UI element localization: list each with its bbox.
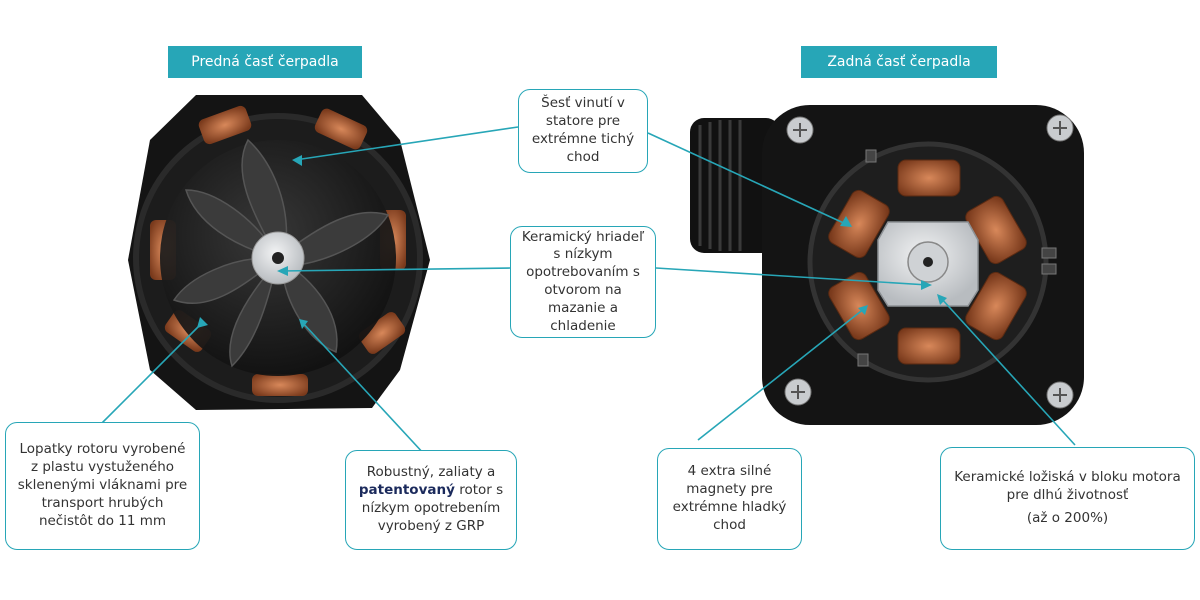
outlet-pipe — [690, 118, 780, 253]
leader-shaft-front — [279, 267, 511, 272]
rear-shaft-hole — [923, 257, 933, 267]
rear-section-label: Zadná časť čerpadla — [801, 46, 997, 78]
rear-windings — [828, 159, 1027, 365]
leader-windings-rear — [647, 132, 849, 226]
callout-ceramic-bearings-line1: Keramické ložiská v bloku motora pre dlh… — [954, 468, 1181, 503]
callout-ceramic-bearings-line2: (až o 200%) — [1026, 510, 1109, 527]
leader-magnets — [697, 307, 866, 441]
leader-windings-front — [294, 126, 519, 161]
rotor-text-bold: patentovaný — [358, 482, 455, 499]
leader-bearings — [939, 296, 1076, 446]
callout-ceramic-shaft: Keramický hriadeľ s nízkym opotrebovaním… — [510, 226, 656, 338]
callout-patented-rotor: Robustný, zaliaty a patentovaný rotor s … — [345, 450, 517, 550]
leader-shaft-rear — [655, 267, 929, 286]
callout-magnets: 4 extra silné magnety pre extrémne hladk… — [657, 448, 802, 550]
housing-screws — [784, 114, 1074, 409]
callout-ceramic-shaft-text: Keramický hriadeľ s nízkym opotrebovaním… — [521, 228, 645, 334]
rotor-text-prefix: Robustný, zaliaty a — [366, 464, 496, 481]
callout-ceramic-bearings: Keramické ložiská v bloku motora pre dlh… — [940, 447, 1195, 550]
callout-patented-rotor-text: Robustný, zaliaty a patentovaný rotor s … — [354, 464, 508, 535]
impeller-blades — [172, 138, 390, 368]
callout-magnets-text: 4 extra silné magnety pre extrémne hladk… — [672, 463, 787, 533]
callout-stator-windings-text: Šesť vinutí v statore pre extrémne tichý… — [531, 95, 635, 165]
leader-blades — [94, 324, 201, 431]
terminals — [857, 149, 1057, 367]
callout-rotor-blades: Lopatky rotoru vyrobené z plastu vystuže… — [5, 422, 200, 550]
front-shaft-hole — [272, 252, 284, 264]
front-section-label: Predná časť čerpadla — [168, 46, 362, 78]
callout-stator-windings: Šesť vinutí v statore pre extrémne tichý… — [518, 89, 648, 173]
leader-rotor — [301, 321, 426, 456]
front-pump — [128, 95, 430, 410]
callout-rotor-blades-text: Lopatky rotoru vyrobené z plastu vystuže… — [17, 441, 188, 529]
leader-arrowheads — [197, 155, 947, 329]
rear-pump — [690, 105, 1084, 425]
leader-lines — [94, 126, 1076, 456]
rotor-text-suffix: rotor s nízkym opotrebením vyrobený z GR… — [361, 482, 504, 534]
